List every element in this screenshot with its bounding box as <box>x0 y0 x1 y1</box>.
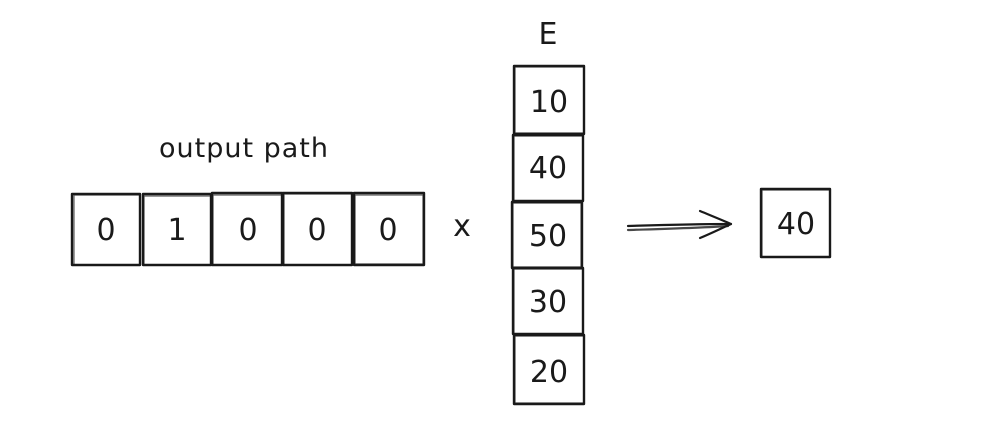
multiply-operator: x <box>453 209 471 244</box>
output-path-cell: 0 <box>281 191 354 267</box>
embedding-label: E <box>539 17 558 52</box>
embedding-cell-value: 20 <box>530 355 568 390</box>
output-path-cell: 0 <box>352 191 426 267</box>
output-path-cell: 0 <box>70 192 142 267</box>
embedding-cell: 10 <box>512 64 586 136</box>
output-path-cell-value: 0 <box>378 213 397 248</box>
output-path-cell-value: 0 <box>307 213 326 248</box>
result-cell: 40 <box>759 187 832 259</box>
result-arrow <box>626 209 733 240</box>
embedding-cell: 30 <box>511 266 585 336</box>
output-path-vector: 0 1 0 0 0 <box>70 191 426 267</box>
embedding-cell: 40 <box>511 133 585 203</box>
result-value: 40 <box>777 207 815 242</box>
embedding-cell: 20 <box>512 333 586 406</box>
output-path-cell-value: 0 <box>238 213 257 248</box>
embedding-vector: 10 40 50 30 20 <box>510 64 586 406</box>
embedding-cell-value: 10 <box>530 85 568 120</box>
output-path-label: output path <box>159 133 329 164</box>
embedding-cell-value: 50 <box>529 219 567 254</box>
output-path-cell: 0 <box>210 191 284 267</box>
output-path-cell: 1 <box>141 192 213 267</box>
output-path-cell-value: 0 <box>96 213 115 248</box>
embedding-cell-value: 30 <box>529 285 567 320</box>
embedding-cell-value: 40 <box>529 151 567 186</box>
output-path-cell-value: 1 <box>167 213 186 248</box>
embedding-cell: 50 <box>510 200 584 270</box>
